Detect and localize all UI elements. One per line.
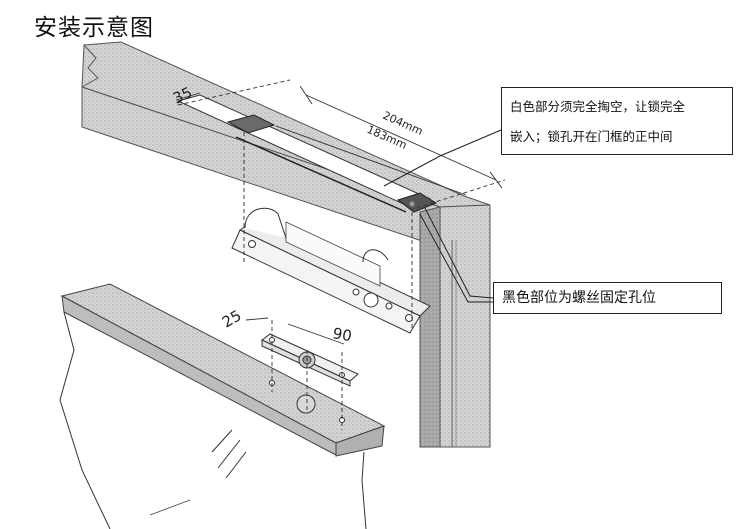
callout-leaders (383, 129, 502, 303)
page-title: 安装示意图 (34, 15, 154, 41)
callout-hollow-slot: 白色部分须完全掏空，让锁完全 嵌入；锁孔开在门框的正中间 (501, 87, 733, 155)
lock-body (231, 207, 431, 334)
dim-plate-spacing: 90 (331, 324, 353, 345)
screw-mount-pad-left (226, 114, 276, 134)
alignment-lines (177, 79, 506, 430)
callout-hollow-line-2: 嵌入；锁孔开在门框的正中间 (510, 129, 673, 144)
dim-plate-offset: 25 (219, 306, 245, 331)
dimension-lines (175, 85, 503, 345)
callout-screw-holes: 黑色部位为螺丝固定孔位 (493, 282, 722, 314)
callout-hollow-line-1: 白色部分须完全掏空，让锁完全 (510, 99, 686, 114)
door-frame-jamb (419, 204, 491, 448)
door-leaf (59, 283, 386, 529)
screw-mount-pad-right (396, 192, 438, 213)
